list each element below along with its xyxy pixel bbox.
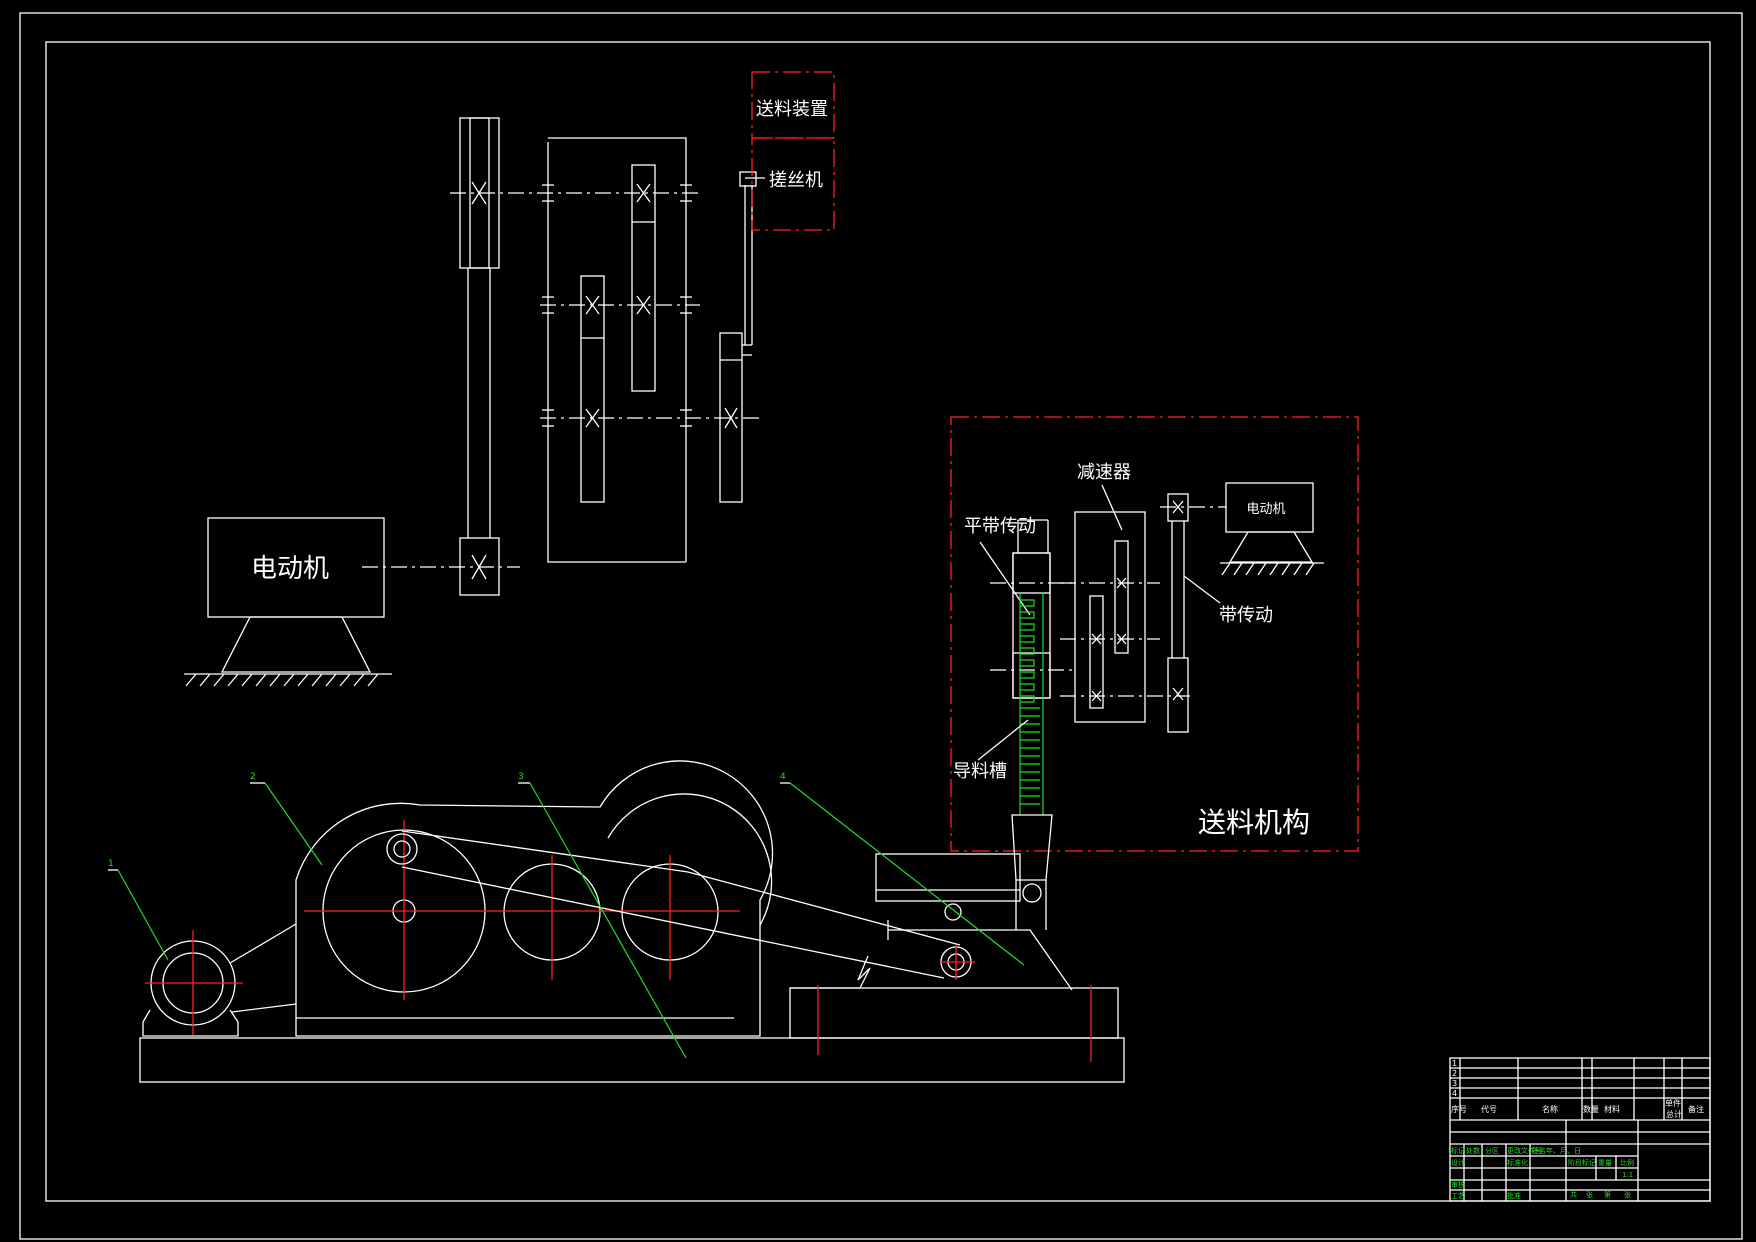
rolling-machine-box	[751, 137, 835, 231]
lower-pulley	[459, 537, 500, 596]
slider-block	[875, 853, 1021, 902]
svg-text:4: 4	[1452, 1089, 1457, 1098]
part-number-3: 3	[518, 772, 524, 782]
belt-drive-label: 带传动	[1219, 605, 1273, 626]
svg-text:标准化: 标准化	[1507, 1158, 1528, 1167]
feed-device-label: 送料装置	[756, 99, 828, 120]
svg-text:年、月、日: 年、月、日	[1546, 1146, 1581, 1155]
small-belt-upper	[1167, 493, 1189, 522]
svg-text:签名: 签名	[1532, 1146, 1546, 1155]
svg-text:张: 张	[1624, 1190, 1631, 1199]
bearings	[542, 184, 692, 427]
svg-text:比例: 比例	[1620, 1158, 1634, 1167]
svg-text:总计: 总计	[1666, 1109, 1682, 1119]
svg-text:材料: 材料	[1604, 1104, 1620, 1114]
feed-nozzle	[1011, 814, 1053, 881]
svg-text:共: 共	[1570, 1190, 1577, 1199]
guide-chute	[1019, 592, 1044, 815]
part-number-1: 1	[108, 859, 114, 869]
part-number-4: 4	[780, 772, 786, 782]
svg-text:审核: 审核	[1451, 1180, 1465, 1189]
svg-text:更改文件号: 更改文件号	[1507, 1146, 1542, 1155]
svg-text:1:1: 1:1	[1622, 1171, 1633, 1179]
svg-text:标记: 标记	[1451, 1146, 1465, 1155]
svg-text:名称: 名称	[1542, 1104, 1558, 1114]
main-motor-base	[220, 616, 372, 673]
svg-text:阶段标记: 阶段标记	[1568, 1158, 1596, 1167]
sheet-frame	[19, 12, 1743, 1240]
small-motor-label: 电动机	[1246, 502, 1285, 517]
svg-text:1: 1	[1452, 1059, 1457, 1068]
main-motor-label: 电动机	[251, 554, 329, 584]
output-gear	[719, 332, 743, 503]
flat-belt-upper	[1012, 552, 1051, 594]
svg-text:批准: 批准	[1507, 1191, 1521, 1200]
svg-text:分区: 分区	[1485, 1146, 1499, 1155]
svg-text:2: 2	[1452, 1069, 1457, 1078]
svg-text:张: 张	[1586, 1190, 1593, 1199]
guide-chute-label: 导料槽	[953, 761, 1007, 782]
svg-text:数量: 数量	[1583, 1104, 1599, 1114]
svg-text:处数: 处数	[1466, 1146, 1480, 1155]
flat-belt-label: 平带传动	[964, 516, 1036, 537]
feed-mechanism-label: 送料机构	[1198, 806, 1310, 839]
title-block: 1 2 3 4 序号 代号 名称 数量 材料 单件 总计 备注 标记 处数 分区…	[1449, 1057, 1711, 1202]
svg-text:3: 3	[1452, 1079, 1457, 1088]
machine-base	[139, 1037, 1125, 1083]
svg-text:单件: 单件	[1665, 1098, 1681, 1108]
reducer-label: 减速器	[1077, 462, 1131, 483]
feed-mechanism-detail: 送料机构 电动机 带传动 减速器	[950, 416, 1359, 852]
svg-text:第: 第	[1604, 1190, 1611, 1199]
svg-text:工艺: 工艺	[1451, 1192, 1465, 1200]
machine-side-view	[139, 760, 1125, 1083]
gear-a	[580, 275, 605, 503]
svg-text:代号: 代号	[1481, 1104, 1497, 1114]
rolling-machine-label: 搓丝机	[769, 170, 823, 191]
part-leaders: 1 2 3 4	[108, 772, 1025, 1059]
svg-text:设计: 设计	[1451, 1158, 1465, 1167]
svg-text:重量: 重量	[1598, 1159, 1612, 1167]
reducer-box	[1074, 511, 1146, 723]
kinematic-schematic: 电动机	[184, 71, 835, 687]
gear-b	[631, 164, 656, 392]
small-belt-lower	[1167, 657, 1189, 733]
feed-mechanism-box	[950, 416, 1359, 852]
part-number-2: 2	[250, 772, 256, 782]
ground-hatch-main	[185, 673, 379, 687]
svg-text:备注: 备注	[1688, 1104, 1704, 1114]
svg-text:序号: 序号	[1451, 1104, 1467, 1114]
